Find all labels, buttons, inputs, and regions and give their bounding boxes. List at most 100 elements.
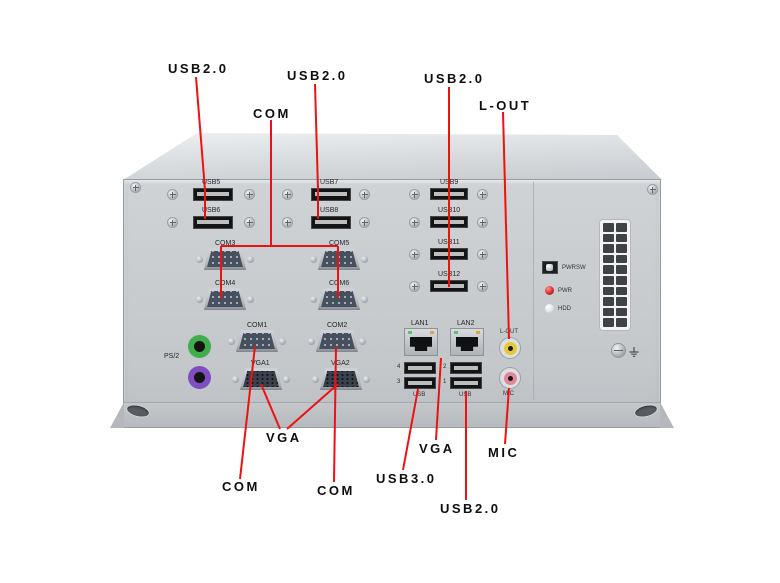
jackscrew-post	[308, 337, 315, 345]
base-seam	[124, 402, 660, 403]
screw-icon	[168, 218, 177, 227]
port-label-mic: MIC	[503, 391, 514, 397]
jackscrew-post	[247, 295, 254, 303]
port-label-usb-stack-left: USB	[413, 392, 426, 398]
usb8-port	[311, 216, 351, 229]
screw-icon	[410, 218, 419, 227]
port-label-com6: COM6	[329, 280, 350, 287]
com3-port	[196, 248, 254, 270]
jackscrew-post	[283, 375, 290, 383]
jackscrew-post	[228, 337, 235, 345]
screw-icon	[360, 218, 369, 227]
com2-port	[308, 330, 366, 352]
port-number-4: 4	[397, 364, 401, 370]
jackscrew-post	[232, 375, 239, 383]
dsub-face	[319, 333, 355, 349]
screw-icon	[245, 218, 254, 227]
label-pwr: PWR	[558, 288, 572, 294]
port-label-l-out: L-OUT	[500, 329, 518, 335]
ground-screw	[612, 344, 625, 357]
screw-icon	[131, 183, 140, 192]
dsub-face	[243, 371, 279, 387]
screw-icon	[168, 190, 177, 199]
port-label-com5: COM5	[329, 240, 350, 247]
screw-icon	[478, 250, 487, 259]
com4-port	[196, 288, 254, 310]
power-connector	[599, 219, 631, 331]
screw-icon	[410, 250, 419, 259]
port-label-vga2: VGA2	[331, 360, 350, 367]
jackscrew-post	[359, 337, 366, 345]
lan1-port	[404, 328, 438, 356]
annotation-mic: MIC	[488, 445, 520, 460]
dsub-face	[207, 251, 243, 267]
dsub-face	[321, 291, 357, 307]
com1-port	[228, 330, 286, 352]
usb10-port	[430, 216, 468, 228]
power-switch	[542, 261, 558, 274]
port-label-usb11: USB11	[438, 239, 460, 246]
mounting-flange-left	[110, 402, 124, 428]
annotation-usb3: USB3.0	[376, 471, 437, 486]
ps2-port-green	[188, 335, 211, 358]
dsub-face	[323, 371, 359, 387]
port-number-2: 2	[443, 364, 447, 370]
dsub-face	[207, 291, 243, 307]
com5-port	[310, 248, 368, 270]
usb2-port-lower	[450, 377, 482, 389]
port-label-vga1: VGA1	[251, 360, 270, 367]
port-label-lan2: LAN2	[457, 320, 475, 327]
usb2-port-upper	[450, 362, 482, 374]
mounting-flange-right	[660, 402, 674, 428]
screw-icon	[283, 190, 292, 199]
port-number-1: 1	[443, 379, 447, 385]
screw-icon	[245, 190, 254, 199]
port-label-usb10: USB10	[438, 207, 461, 214]
annotation-l-out: L-OUT	[479, 98, 532, 113]
lan2-port	[450, 328, 484, 356]
usb6-port	[193, 216, 233, 229]
screw-icon	[478, 282, 487, 291]
jackscrew-post	[247, 255, 254, 263]
annotation-com-top: COM	[253, 106, 291, 121]
jack-hole	[507, 375, 513, 381]
screw-icon	[283, 218, 292, 227]
port-label-com4: COM4	[215, 280, 236, 287]
port-label-usb5: USB5	[202, 179, 221, 186]
screw-icon	[478, 190, 487, 199]
dsub-face	[239, 333, 275, 349]
annotation-com-bottom-left: COM	[222, 479, 260, 494]
vga1-port	[232, 368, 290, 390]
jackscrew-post	[361, 295, 368, 303]
port-label-ps2: PS/2	[164, 353, 180, 360]
annotation-usb2-top-2: USB2.0	[287, 68, 348, 83]
jackscrew-post	[363, 375, 370, 383]
panel-seam	[533, 182, 534, 400]
annotation-com-bottom-mid: COM	[317, 483, 355, 498]
ps2-core	[194, 341, 205, 352]
port-label-usb-stack-right: USB	[459, 392, 472, 398]
jackscrew-post	[310, 255, 317, 263]
usb9-port	[430, 188, 468, 200]
port-label-usb7: USB7	[320, 179, 339, 186]
jackscrew-post	[310, 295, 317, 303]
screw-icon	[360, 190, 369, 199]
usb3-port-upper	[404, 362, 436, 374]
rj45-slot	[410, 337, 432, 351]
power-led	[545, 286, 554, 295]
port-label-com2: COM2	[327, 322, 348, 329]
annotation-vga-bottom-mid: VGA	[419, 441, 455, 456]
annotation-usb2-bottom: USB2.0	[440, 501, 501, 516]
rj45-slot	[456, 337, 478, 351]
port-label-usb6: USB6	[202, 207, 221, 214]
annotation-usb2-top-1: USB2.0	[168, 61, 229, 76]
usb5-port	[193, 188, 233, 201]
port-label-com1: COM1	[247, 322, 268, 329]
jack-hole	[507, 345, 513, 351]
jackscrew-post	[279, 337, 286, 345]
com6-port	[310, 288, 368, 310]
mic-jack	[500, 368, 520, 388]
screw-icon	[478, 218, 487, 227]
vga2-port	[312, 368, 370, 390]
port-label-usb9: USB9	[440, 179, 459, 186]
